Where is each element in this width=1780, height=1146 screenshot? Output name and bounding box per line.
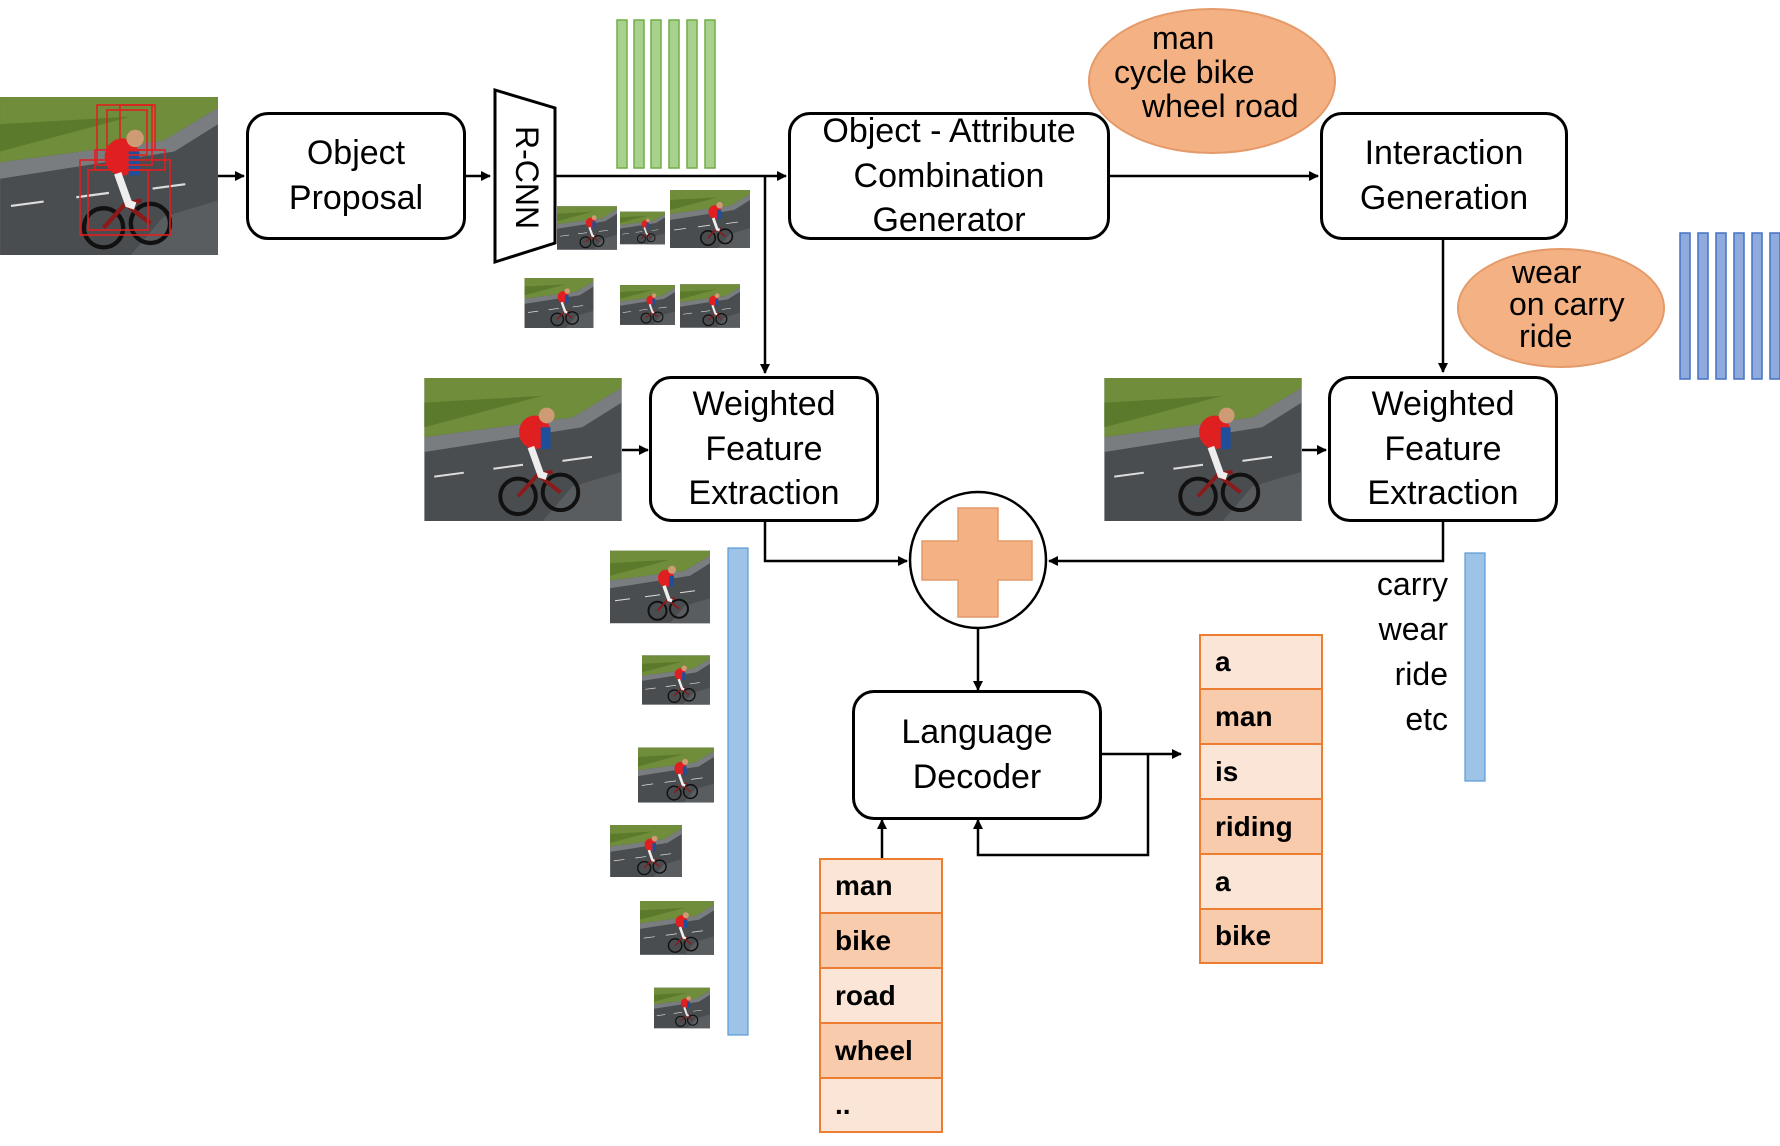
rcnn-label: R-CNN <box>509 126 545 230</box>
interaction-generation-box: Interaction Generation <box>1320 112 1568 240</box>
connectors <box>218 171 1448 858</box>
interaction-word-line-1: wear <box>1512 254 1582 290</box>
weighted-feature-extraction-left-box: Weighted Feature Extraction <box>649 376 879 522</box>
interaction-words-blob: wear on carry ride <box>1457 248 1665 368</box>
interaction-list-item: etc <box>1405 701 1448 737</box>
weighted-feature-extraction-right-box: Weighted Feature Extraction <box>1328 376 1558 522</box>
interaction-list-item: wear <box>1378 611 1448 647</box>
interaction-word-line-2: on carry <box>1509 286 1625 322</box>
output-token: riding <box>1199 799 1323 854</box>
attribute-word-line-3: wheel road <box>1142 88 1299 124</box>
attribute-word-line-1: man <box>1152 20 1215 56</box>
input-token: man <box>819 858 943 913</box>
input-token: .. <box>819 1078 943 1133</box>
green-feature-bars <box>616 19 716 169</box>
input-token: wheel <box>819 1023 943 1078</box>
language-decoder-box: Language Decoder <box>852 690 1102 820</box>
attribute-words-blob: man cycle bike wheel road <box>1088 8 1336 154</box>
interaction-word-line-3: ride <box>1519 318 1573 354</box>
interaction-list: carry wear ride etc <box>1350 562 1448 742</box>
light-blue-feature-bar-left <box>727 547 749 1036</box>
object-proposal-box: Object Proposal <box>246 112 466 240</box>
output-token: is <box>1199 744 1323 799</box>
output-token: a <box>1199 634 1323 689</box>
input-token: bike <box>819 913 943 968</box>
input-token-column: man bike road wheel .. <box>819 858 943 1133</box>
blue-feature-bars <box>1679 232 1780 380</box>
attribute-word-line-2: cycle bike <box>1114 54 1255 90</box>
output-token-column: a man is riding a bike <box>1199 634 1323 964</box>
input-image <box>0 97 218 255</box>
output-token: bike <box>1199 909 1323 964</box>
interaction-list-item: carry <box>1376 566 1448 602</box>
rcnn-block <box>493 87 557 265</box>
output-token: man <box>1199 689 1323 744</box>
output-token: a <box>1199 854 1323 909</box>
combination-generator-box: Object - Attribute Combination Generator <box>788 112 1110 240</box>
interaction-list-item: ride <box>1394 656 1448 692</box>
region-crops-column <box>610 548 714 1030</box>
plus-operator-icon <box>908 490 1048 630</box>
region-crops-grid <box>525 188 750 328</box>
scene-image-right <box>1104 378 1301 521</box>
input-token: road <box>819 968 943 1023</box>
light-blue-feature-bar-right <box>1464 552 1486 782</box>
scene-image-left <box>424 378 621 521</box>
